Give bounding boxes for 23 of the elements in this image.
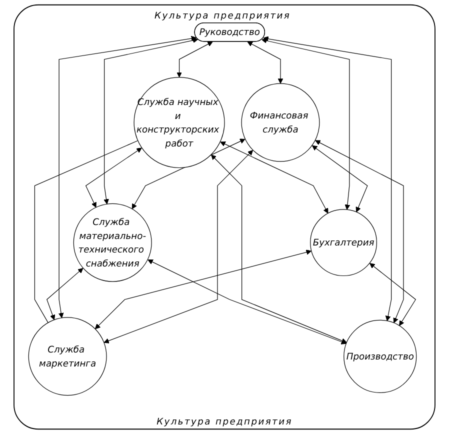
arrow <box>148 259 346 344</box>
arrow <box>370 263 416 326</box>
arrow <box>220 142 328 214</box>
arrow <box>58 36 197 318</box>
node-circle: Бухгалтерия <box>310 209 377 276</box>
arrow <box>176 42 213 78</box>
ring-label: Культура предприятия <box>156 417 292 428</box>
node-circle: Производство <box>344 320 417 393</box>
arrow <box>85 148 142 208</box>
arrow <box>247 42 284 84</box>
arrow <box>94 250 312 330</box>
arrow <box>104 150 254 344</box>
arrow <box>262 38 350 210</box>
node-circle: Финансовая служба <box>241 83 320 162</box>
arrow <box>312 145 368 212</box>
arrow <box>104 38 198 204</box>
connector <box>34 140 138 323</box>
arrow <box>315 140 404 324</box>
node-circle: Служба маркетинга <box>28 317 107 396</box>
arrow <box>263 36 392 322</box>
node-circle: Служба материально-технического снабжения <box>73 203 152 282</box>
arrow <box>211 154 347 344</box>
arrow <box>46 268 84 320</box>
